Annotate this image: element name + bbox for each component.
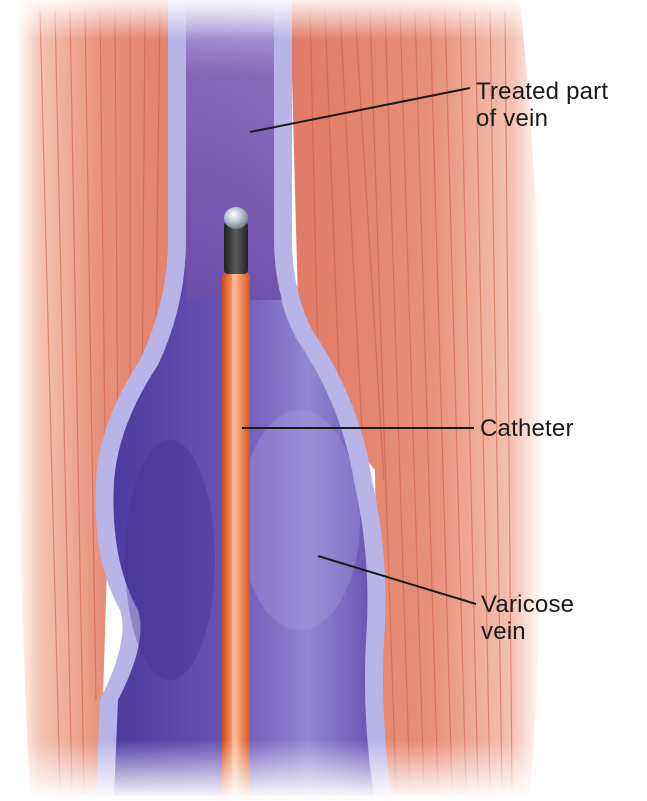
varicose-vein-label-line1: Varicose xyxy=(481,591,574,618)
electrode-tip-icon xyxy=(224,207,248,274)
catheter-label: Catheter xyxy=(480,415,574,442)
treated-part-label: Treated part of vein xyxy=(476,78,608,132)
treated-part-label-line2: of vein xyxy=(476,105,608,132)
varicose-vein-label: Varicose vein xyxy=(481,591,574,645)
treated-part-label-line1: Treated part xyxy=(476,78,608,105)
catheter xyxy=(222,272,250,796)
varicose-vein-label-line2: vein xyxy=(481,618,574,645)
